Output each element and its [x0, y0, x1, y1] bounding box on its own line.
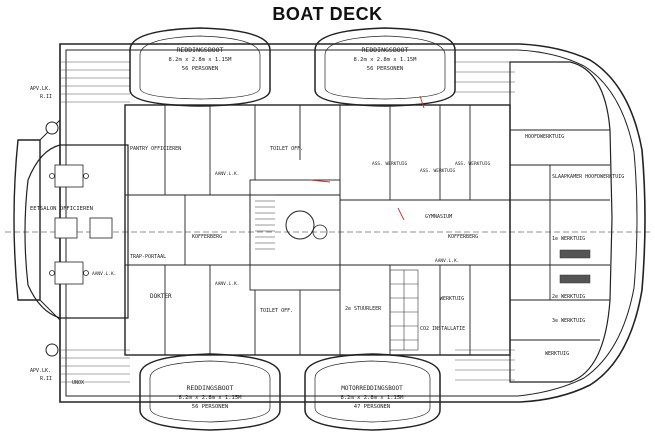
- side-markers: APV.LK. R.II APV.LK. R.II: [30, 86, 52, 382]
- label-slaapkamer: SLAAPKAMER HOOFDWERKTUIG: [552, 174, 624, 180]
- marker-apv-bottom-num: R.II: [40, 376, 52, 382]
- lifeboat-labels: REDDINGSBOOT 8.2m x 2.8m x 1.15M 56 PERS…: [169, 46, 418, 410]
- label-toilet-bottom: TOILET OFF.: [260, 308, 293, 314]
- portholes: [45, 121, 59, 357]
- lifeboat-tr-capacity: 56 PERSONEN: [367, 66, 403, 72]
- label-aanvlk-2: AANV.L.K.: [92, 271, 116, 277]
- label-trapportaal: TRAP-PORTAAL: [130, 254, 166, 260]
- page-title: BOAT DECK: [272, 4, 383, 24]
- label-ass-werktuig-3: ASS. WERKTUIG: [455, 161, 491, 167]
- label-toilet-top: TOILET OFF.: [270, 146, 303, 152]
- label-pantry: PANTRY OFFICIEREN: [130, 146, 181, 152]
- lifeboat-tl-name: REDDINGSBOOT: [177, 46, 224, 54]
- label-hoofdwerktuig: HOOFDWERKTUIG: [525, 134, 564, 140]
- label-werktuig-b: WERKTUIG: [440, 296, 464, 302]
- accommodation-block: [24, 104, 511, 356]
- marker-apv-top: APV.LK.: [30, 86, 51, 92]
- label-co2: CO2 INSTALLATIE: [420, 326, 465, 332]
- lifeboat-tl-capacity: 56 PERSONEN: [182, 66, 218, 72]
- label-aanvlk-1: AANV.L.K.: [215, 171, 239, 177]
- lifeboat-bl-dims: 8.2m x 2.8m x 1.15M: [179, 395, 243, 401]
- label-ass-werktuig-2: ASS. WERKTUIG: [420, 168, 456, 174]
- lifeboat-br-dims: 8.2m x 2.8m x 1.15M: [341, 395, 405, 401]
- label-werktuig-2: 2e WERKTUIG: [552, 294, 585, 300]
- lifeboat-tr-dims: 8.2m x 2.8m x 1.15M: [354, 57, 418, 63]
- lifeboat-bl-name: REDDINGSBOOT: [187, 384, 234, 392]
- label-aanvlk-4: AANV.L.K.: [435, 258, 459, 264]
- mess-tables: [49, 164, 113, 285]
- label-werktuig-1: 1e WERKTUIG: [552, 236, 585, 242]
- lifeboat-br-name: MOTORREDDINGSBOOT: [341, 385, 403, 392]
- lifeboat-tl-dims: 8.2m x 2.8m x 1.15M: [169, 57, 233, 63]
- label-werktuig-3: 3e WERKTUIG: [552, 318, 585, 324]
- lifeboat-tr-name: REDDINGSBOOT: [362, 46, 409, 54]
- lifeboat-br-capacity: 47 PERSONEN: [354, 404, 390, 410]
- label-dokter: DOKTER: [150, 293, 172, 300]
- lifeboat-bl-capacity: 56 PERSONEN: [192, 404, 228, 410]
- lifeboat-top-right: [314, 27, 456, 107]
- marker-apv-bottom: APV.LK.: [30, 368, 51, 374]
- lifeboat-bottom-right: [304, 353, 441, 431]
- red-annotations: [309, 95, 425, 221]
- marker-apv-top-num: R.II: [40, 94, 52, 100]
- label-werktuig-a: WERKTUIG: [545, 351, 569, 357]
- label-unox: UNOX: [72, 380, 84, 386]
- label-gymnasium: GYMNASIUM: [425, 214, 452, 220]
- lifeboat-bottom-left: [139, 353, 281, 431]
- forward-cabins: [509, 61, 613, 383]
- label-kofferberg: KOFFERBERG: [192, 234, 222, 240]
- lifeboat-top-left: [129, 27, 271, 107]
- label-aanvlk-3: AANV.L.K.: [215, 281, 239, 287]
- room-labels: EETSALON OFFICIEREN PANTRY OFFICIEREN TR…: [30, 134, 624, 386]
- label-eetsalon: EETSALON OFFICIEREN: [30, 206, 93, 212]
- label-ass-werktuig-1: ASS. WERKTUIG: [372, 161, 408, 167]
- label-kofferbergplaats: KOFFERBERG: [448, 234, 478, 240]
- label-stuurleer: 2e STUURLEER: [345, 306, 382, 312]
